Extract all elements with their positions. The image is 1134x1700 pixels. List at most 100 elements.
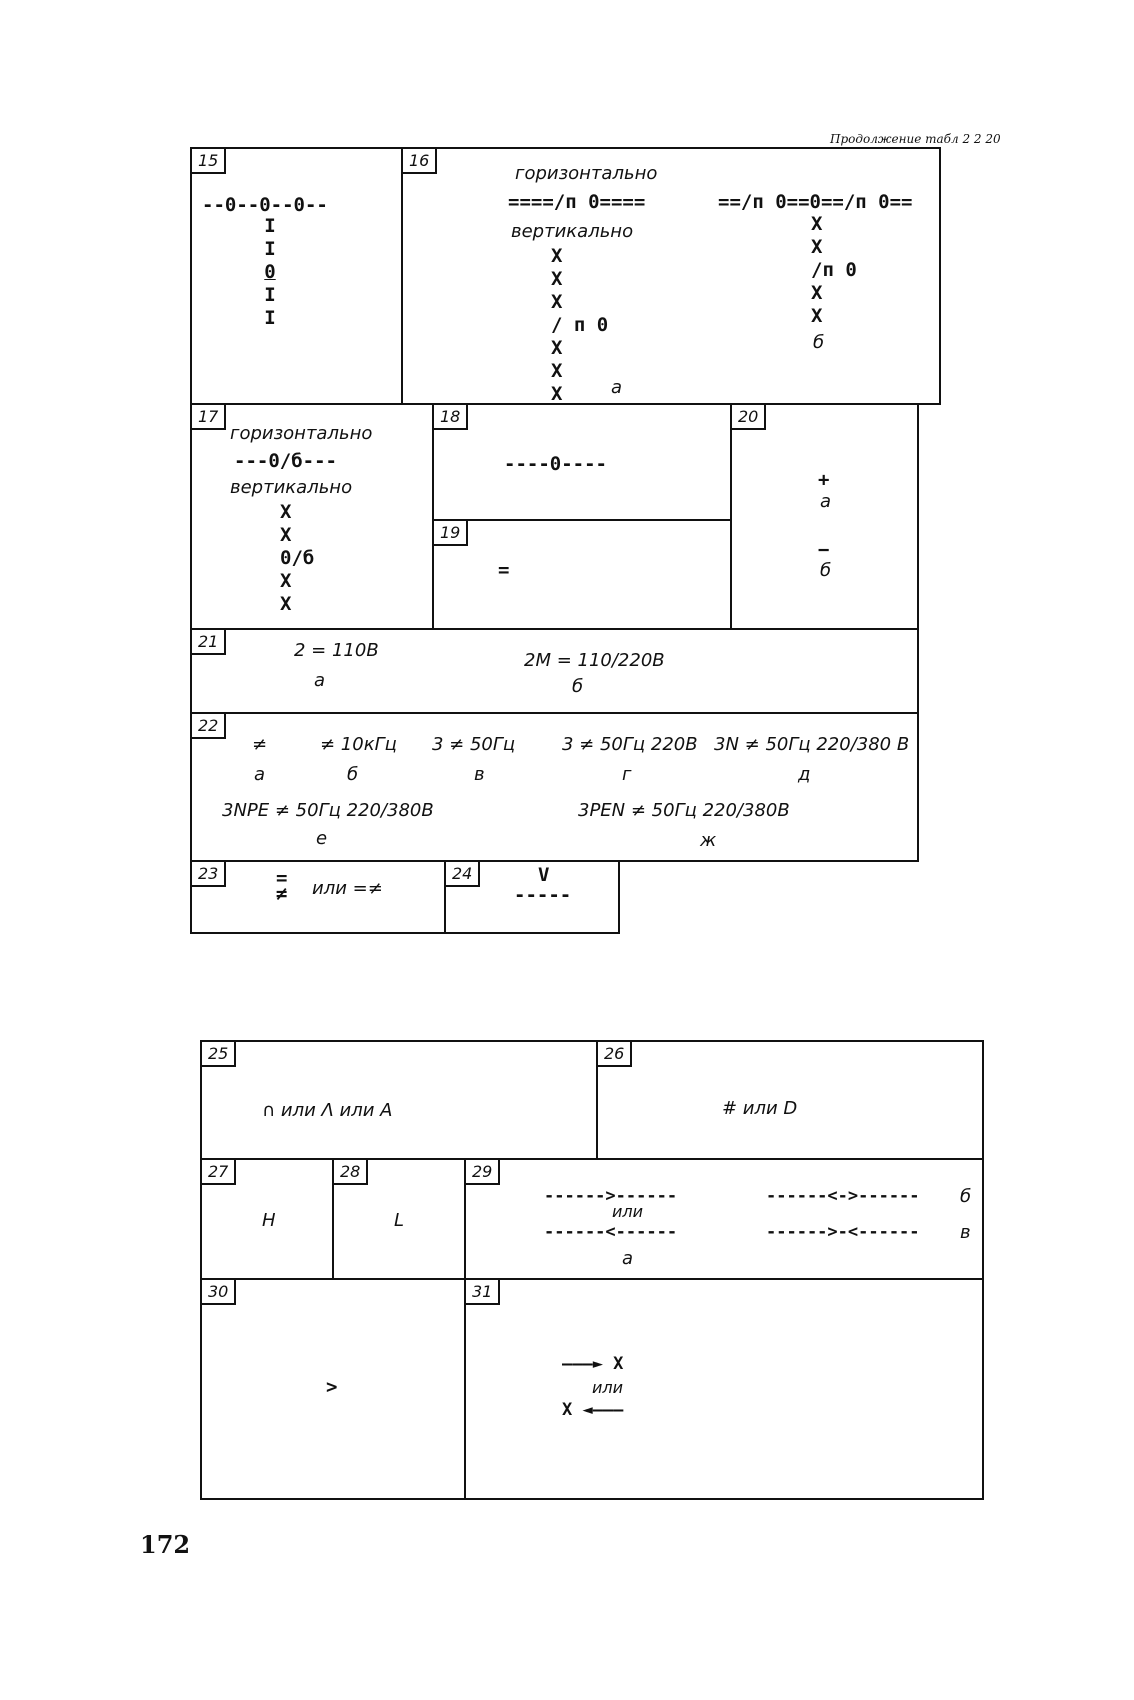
col-item: X xyxy=(280,593,292,615)
variant-b-label: б xyxy=(572,676,584,697)
variant-b-vertical: X X /п 0 X X xyxy=(811,213,871,328)
col-item: I xyxy=(264,307,276,329)
variant-a-label: а xyxy=(622,1248,634,1269)
symbol: ----0---- xyxy=(504,453,607,475)
cell-number: 27 xyxy=(200,1158,237,1185)
cell-26: 26 # или D xyxy=(596,1040,984,1160)
cell-number: 29 xyxy=(464,1158,501,1185)
cell-number: 30 xyxy=(200,1278,237,1305)
item-a-symbol: ≠ xyxy=(252,734,268,755)
variant-a-top: ------>------ xyxy=(544,1186,678,1206)
col-item: X xyxy=(551,245,563,267)
item-g-label: г xyxy=(622,764,632,785)
minus-label: б xyxy=(820,560,832,581)
arrow-left-symbol: X ◄——— xyxy=(562,1400,624,1420)
item-e-symbol: 3NPE ≠ 50Гц 220/380В xyxy=(222,800,434,821)
col-item: X xyxy=(811,213,823,235)
page-number: 172 xyxy=(140,1530,191,1559)
cell-number: 19 xyxy=(432,519,469,546)
symbol-text: # или D xyxy=(722,1098,798,1119)
item-a-label: а xyxy=(254,764,266,785)
variant-b-label: б xyxy=(813,332,825,353)
col-item: X xyxy=(551,360,563,382)
item-d-symbol: 3N ≠ 50Гц 220/380 В xyxy=(714,734,910,755)
cell-number: 31 xyxy=(464,1278,501,1305)
item-g-symbol: 3 ≠ 50Гц 220В xyxy=(562,734,698,755)
table-caption: Продолжение табл 2 2 20 xyxy=(830,132,1001,146)
or-label: или xyxy=(592,1378,624,1397)
col-item: 0 xyxy=(264,261,276,283)
cell-number: 18 xyxy=(432,403,469,430)
item-b-symbol: ≠ 10кГц xyxy=(320,734,397,755)
cell-21: 21 2 = 110В а 2М = 110/220В б xyxy=(190,628,919,714)
col-item: X xyxy=(551,291,563,313)
variant-a-text: 2 = 110В xyxy=(294,640,379,661)
vertical-label: вертикально xyxy=(230,477,353,498)
cell-number: 23 xyxy=(190,860,227,887)
cell-number: 25 xyxy=(200,1040,237,1067)
item-b-label: б xyxy=(347,764,359,785)
symbol-text: ∩ или Λ или A xyxy=(262,1100,393,1121)
variant-a-bottom: ------<------ xyxy=(544,1222,678,1242)
variant-b-line: ------<->------ xyxy=(766,1186,920,1206)
cell-number: 22 xyxy=(190,712,227,739)
variant-v-label: в xyxy=(960,1222,971,1243)
variant-a-vertical: X X X / п 0 X X X xyxy=(551,245,621,406)
variant-b-horizontal: ==/п 0==0==/п 0== xyxy=(718,191,913,213)
cell-28: 28 L xyxy=(332,1158,466,1280)
cell-27: 27 Н xyxy=(200,1158,334,1280)
variant-b-label: б xyxy=(960,1186,972,1207)
variant-a-horizontal: ====/п 0==== xyxy=(508,191,646,213)
variant-a-label: а xyxy=(314,670,326,691)
horizontal-label: горизонтально xyxy=(230,423,373,444)
cell-number: 15 xyxy=(190,147,227,174)
plus-symbol: + xyxy=(818,469,830,491)
cell-number: 26 xyxy=(596,1040,633,1067)
cell-19: 19 = xyxy=(432,519,732,630)
item-d-label: д xyxy=(798,764,811,785)
col-item: X xyxy=(280,570,292,592)
cell-number: 20 xyxy=(730,403,767,430)
symbol-text: > xyxy=(326,1376,338,1398)
item-zh-label: ж xyxy=(700,830,717,851)
arrow-right-symbol: ———► X xyxy=(562,1354,624,1374)
or-label: или xyxy=(612,1202,644,1221)
col-item: / п 0 xyxy=(551,314,609,336)
col-item: X xyxy=(811,282,823,304)
col-item: /п 0 xyxy=(811,259,857,281)
col-item: X xyxy=(551,268,563,290)
item-e-label: е xyxy=(316,828,328,849)
dash-symbol: ----- xyxy=(514,884,572,906)
stacked-symbol: =≠ xyxy=(276,867,288,905)
col-item: X xyxy=(551,383,563,405)
item-v-symbol: 3 ≠ 50Гц xyxy=(432,734,516,755)
variant-v-line: ------>-<------ xyxy=(766,1222,920,1242)
cell-16: 16 горизонтально ====/п 0==== вертикальн… xyxy=(401,147,941,405)
cell-24: 24 V ----- xyxy=(444,860,620,934)
cell-number: 16 xyxy=(401,147,438,174)
cell-18: 18 ----0---- xyxy=(432,403,732,521)
horizontal-symbol: ---0/б--- xyxy=(234,450,337,472)
item-v-label: в xyxy=(474,764,485,785)
v-symbol: V xyxy=(538,864,550,886)
horizontal-label: горизонтально xyxy=(515,163,658,184)
cell-15: 15 --0--0--0-- I I 0 I I xyxy=(190,147,403,405)
col-item: X xyxy=(811,305,823,327)
symbol-text: L xyxy=(394,1210,405,1231)
vertical-symbol: X X 0/б X X xyxy=(280,501,340,616)
plus-label: а xyxy=(820,491,832,512)
symbol-text: Н xyxy=(262,1210,276,1231)
col-item: 0/б xyxy=(280,547,315,569)
cell-number: 24 xyxy=(444,860,481,887)
col-item: I xyxy=(264,284,276,306)
cell-25: 25 ∩ или Λ или A xyxy=(200,1040,598,1160)
variant-a-label: а xyxy=(611,377,623,398)
col-item: X xyxy=(280,524,292,546)
minus-symbol: − xyxy=(818,539,830,561)
horizontal-symbol: --0--0--0-- xyxy=(202,194,328,216)
cell-23: 23 =≠ или =≠ xyxy=(190,860,446,934)
alternative-symbol: или =≠ xyxy=(312,878,383,899)
cell-17: 17 горизонтально ---0/б--- вертикально X… xyxy=(190,403,434,630)
col-item: X xyxy=(551,337,563,359)
col-item: X xyxy=(811,236,823,258)
